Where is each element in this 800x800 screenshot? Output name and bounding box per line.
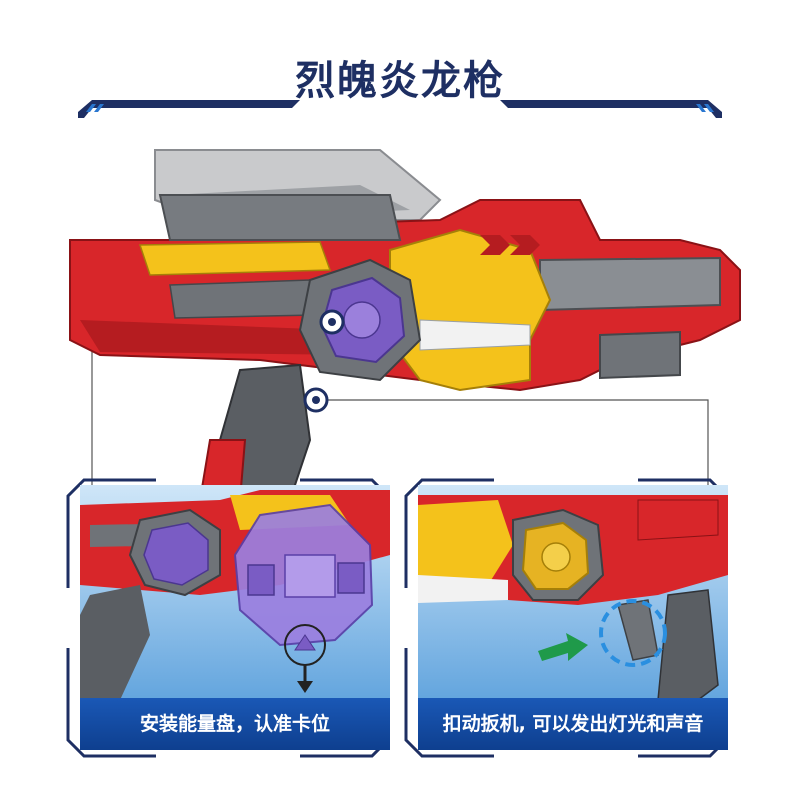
step-panel-pull-trigger: 扣动扳机, 可以发出灯光和声音 (418, 485, 728, 750)
step-caption-install-disc: 安装能量盘，认准卡位 (80, 698, 390, 750)
product-title: 烈魄炎龙枪 (295, 58, 505, 104)
step-panel-install-disc: 安装能量盘，认准卡位 (80, 485, 390, 750)
step-caption-pull-trigger: 扣动扳机, 可以发出灯光和声音 (418, 698, 728, 750)
toy-gun-image (69, 149, 741, 500)
